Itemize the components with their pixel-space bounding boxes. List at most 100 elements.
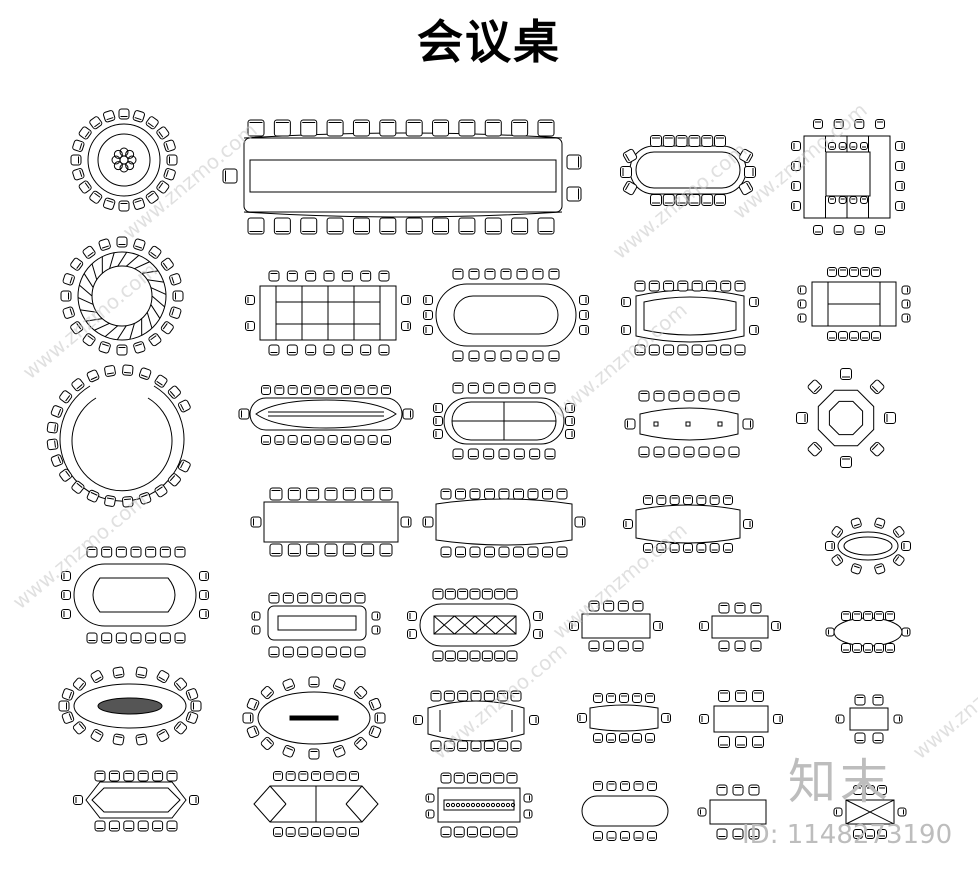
chair-icon bbox=[748, 828, 760, 840]
chair-icon bbox=[381, 435, 391, 445]
chair-icon bbox=[860, 142, 868, 150]
chair-icon bbox=[282, 678, 296, 692]
chair-icon bbox=[222, 168, 238, 184]
chair-icon bbox=[367, 435, 378, 445]
chair-icon bbox=[840, 456, 852, 468]
chair-icon bbox=[432, 588, 444, 600]
chair-icon bbox=[675, 194, 688, 206]
chair-icon bbox=[86, 632, 98, 644]
chair-icon bbox=[513, 382, 525, 394]
chair-icon bbox=[566, 154, 582, 170]
chair-icon bbox=[513, 448, 525, 460]
chair-icon bbox=[440, 826, 452, 838]
chair-icon bbox=[374, 712, 386, 724]
chair-icon bbox=[432, 119, 450, 137]
chair-icon bbox=[354, 736, 368, 750]
chair-icon bbox=[634, 344, 646, 356]
chair-icon bbox=[470, 690, 482, 702]
chair-icon bbox=[749, 325, 759, 335]
chair-icon bbox=[484, 119, 502, 137]
chair-icon bbox=[174, 632, 186, 644]
chair-icon bbox=[86, 546, 98, 558]
chair-icon bbox=[457, 690, 469, 702]
chair-icon bbox=[838, 267, 848, 277]
watermark-diagonal-text: www.znzmo.com bbox=[548, 518, 692, 644]
chair-icon bbox=[871, 331, 881, 341]
chair-icon bbox=[698, 390, 710, 402]
chair-icon bbox=[622, 148, 638, 164]
chair-icon bbox=[738, 180, 754, 196]
chair-icon bbox=[901, 627, 911, 637]
chair-icon bbox=[527, 488, 539, 500]
chair-icon bbox=[361, 543, 375, 557]
chair-icon bbox=[860, 196, 868, 204]
chair-icon bbox=[901, 299, 911, 309]
chair-icon bbox=[104, 365, 116, 377]
chair-icon bbox=[148, 333, 162, 347]
chair-icon bbox=[311, 771, 321, 781]
chair-icon bbox=[701, 135, 714, 147]
chair-icon bbox=[735, 690, 747, 702]
chair-icon bbox=[656, 543, 667, 553]
chair-icon bbox=[849, 267, 859, 277]
chair-icon bbox=[138, 492, 152, 505]
chair-icon bbox=[633, 831, 644, 841]
chair-icon bbox=[579, 310, 589, 320]
chair-icon bbox=[199, 590, 209, 600]
chair-icon bbox=[352, 119, 370, 137]
chair-icon bbox=[723, 543, 733, 553]
watermark-id: ID: 1148273190 bbox=[742, 820, 953, 850]
chair-icon bbox=[697, 807, 707, 817]
chair-icon bbox=[624, 418, 636, 430]
chair-icon bbox=[565, 416, 575, 426]
chair-icon bbox=[677, 280, 689, 292]
chair-icon bbox=[901, 313, 911, 323]
chair-icon bbox=[606, 693, 616, 703]
chair-icon bbox=[481, 650, 493, 662]
watermark-diagonal-text: www.znzmo.com bbox=[8, 488, 152, 614]
chair-icon bbox=[115, 632, 127, 644]
chair-icon bbox=[273, 119, 291, 137]
chair-icon bbox=[166, 154, 178, 166]
chair-icon bbox=[565, 403, 575, 413]
rect-table-2 bbox=[245, 270, 411, 356]
chair-icon bbox=[632, 693, 642, 703]
chair-icon bbox=[569, 621, 579, 631]
chair-icon bbox=[458, 217, 476, 235]
chair-icon bbox=[467, 448, 479, 460]
chair-icon bbox=[833, 119, 844, 129]
chair-icon bbox=[548, 350, 560, 362]
chair-icon bbox=[885, 611, 895, 621]
chair-icon bbox=[875, 119, 885, 129]
chair-icon bbox=[159, 632, 171, 644]
chair-icon bbox=[133, 341, 146, 354]
chair-icon bbox=[323, 827, 334, 837]
chair-icon bbox=[152, 770, 164, 782]
chair-icon bbox=[401, 295, 411, 305]
c-ring-table bbox=[46, 364, 191, 508]
chair-icon bbox=[498, 448, 510, 460]
chair-icon bbox=[159, 546, 171, 558]
chair-icon bbox=[716, 828, 728, 840]
chair-icon bbox=[871, 267, 881, 277]
chair-icon bbox=[402, 408, 414, 420]
chair-icon bbox=[457, 588, 469, 600]
chair-icon bbox=[653, 446, 665, 458]
chair-icon bbox=[341, 270, 353, 282]
chair-icon bbox=[699, 714, 709, 724]
chair-icon bbox=[71, 378, 85, 392]
chair-icon bbox=[791, 201, 801, 211]
chair-icon bbox=[341, 344, 353, 356]
chair-icon bbox=[617, 600, 629, 612]
chair-icon bbox=[643, 495, 653, 505]
chair-icon bbox=[481, 588, 493, 600]
chair-icon bbox=[877, 829, 887, 839]
chair-icon bbox=[469, 546, 481, 558]
chair-icon bbox=[78, 126, 92, 140]
chair-icon bbox=[544, 382, 556, 394]
chair-icon bbox=[849, 331, 859, 341]
chair-icon bbox=[622, 180, 638, 196]
chair-icon bbox=[468, 268, 480, 280]
chair-icon bbox=[145, 632, 157, 644]
chair-icon bbox=[46, 438, 59, 451]
